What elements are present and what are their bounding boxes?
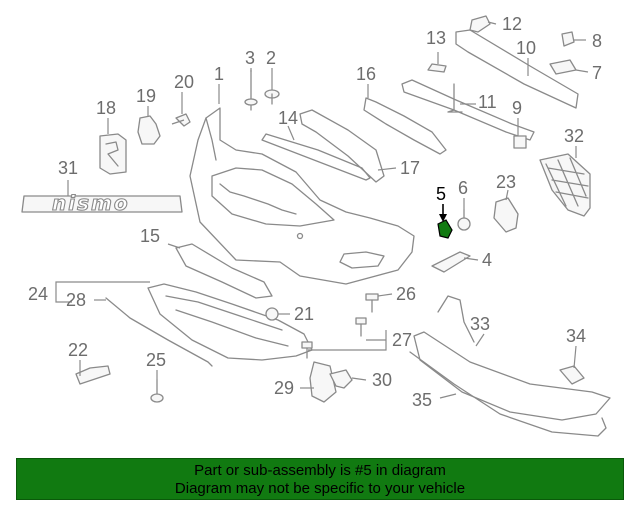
part-clip-22 (75, 365, 111, 385)
callout-29: 29 (274, 378, 294, 398)
info-banner: Part or sub-assembly is #5 in diagram Di… (16, 458, 624, 500)
part-bracket-9 (513, 135, 527, 149)
part-grille-17 (299, 109, 385, 183)
part-lip-spoiler-35 (409, 295, 611, 437)
banner-line-2: Diagram may not be specific to your vehi… (174, 480, 466, 497)
callout-8: 8 (592, 31, 602, 51)
callout-33: 33 (470, 314, 490, 334)
emblem-text: nismo (52, 191, 130, 215)
callout-34: 34 (566, 326, 586, 346)
callout-35: 35 (412, 390, 432, 410)
part-trim-14 (261, 133, 371, 181)
part-bracket-12 (469, 15, 491, 33)
part-bolt-13 (427, 63, 447, 73)
callout-24: 24 (28, 284, 48, 304)
part-bolt-27b (301, 341, 313, 359)
callout-12: 12 (502, 14, 522, 34)
callout-14: 14 (278, 108, 298, 128)
part-clip-6 (457, 209, 471, 231)
callout-22: 22 (68, 340, 88, 360)
part-bumper-cover (189, 107, 415, 285)
part-cover-4 (431, 251, 471, 273)
part-bracket-19 (137, 115, 161, 145)
callout-21: 21 (294, 304, 314, 324)
part-clip-3 (244, 69, 258, 111)
callout-15: 15 (140, 226, 160, 246)
callout-9: 9 (512, 98, 522, 118)
part-lower-grille-15 (175, 243, 273, 299)
callout-30: 30 (372, 370, 392, 390)
part-deflector-29 (309, 361, 337, 403)
callout-1: 1 (214, 64, 224, 84)
callout-31: 31 (58, 158, 78, 178)
leader-line-part-5 (439, 204, 447, 222)
part-absorber-16 (363, 97, 447, 155)
callout-5: 5 (436, 184, 446, 204)
callout-7: 7 (592, 63, 602, 83)
callout-32: 32 (564, 126, 584, 146)
callout-16: 16 (356, 64, 376, 84)
callout-25: 25 (146, 350, 166, 370)
part-screw-20 (171, 113, 191, 127)
part-bracket-7 (549, 59, 577, 75)
callout-18: 18 (96, 98, 116, 118)
part-bracket-34 (559, 365, 585, 385)
part-reinforcement-10 (455, 29, 579, 109)
callout-26: 26 (396, 284, 416, 304)
callout-20: 20 (174, 72, 194, 92)
callout-27: 27 (392, 330, 412, 350)
part-stud-11 (447, 83, 463, 113)
callout-3: 3 (245, 48, 255, 68)
callout-4: 4 (482, 250, 492, 270)
callout-28: 28 (66, 290, 86, 310)
callout-13: 13 (426, 28, 446, 48)
part-reinforcement-9 (401, 79, 535, 141)
part-nismo-emblem: nismo (21, 190, 183, 216)
part-nut-8 (561, 31, 575, 47)
part-bolt-26 (365, 293, 379, 313)
part-undercover-24 (147, 283, 313, 361)
part-bracket-23 (493, 197, 519, 233)
part-clip-2 (264, 89, 280, 105)
part-strip-28 (105, 297, 213, 367)
part-grommet-21 (265, 307, 279, 321)
part-deflector-30 (329, 369, 353, 389)
callout-17: 17 (400, 158, 420, 178)
leader-lines (55, 21, 589, 399)
callout-19: 19 (136, 86, 156, 106)
callout-11: 11 (478, 92, 497, 112)
callout-6: 6 (458, 178, 468, 198)
callout-2: 2 (266, 48, 276, 68)
banner-line-1: Part or sub-assembly is #5 in diagram (194, 462, 446, 479)
part-clip-25 (150, 379, 164, 403)
part-5-highlighted (437, 219, 453, 239)
callout-23: 23 (496, 172, 516, 192)
part-grille-32 (539, 153, 591, 217)
part-bolt-27a (355, 317, 367, 337)
callout-10: 10 (516, 38, 536, 58)
part-r-emblem (99, 133, 127, 175)
